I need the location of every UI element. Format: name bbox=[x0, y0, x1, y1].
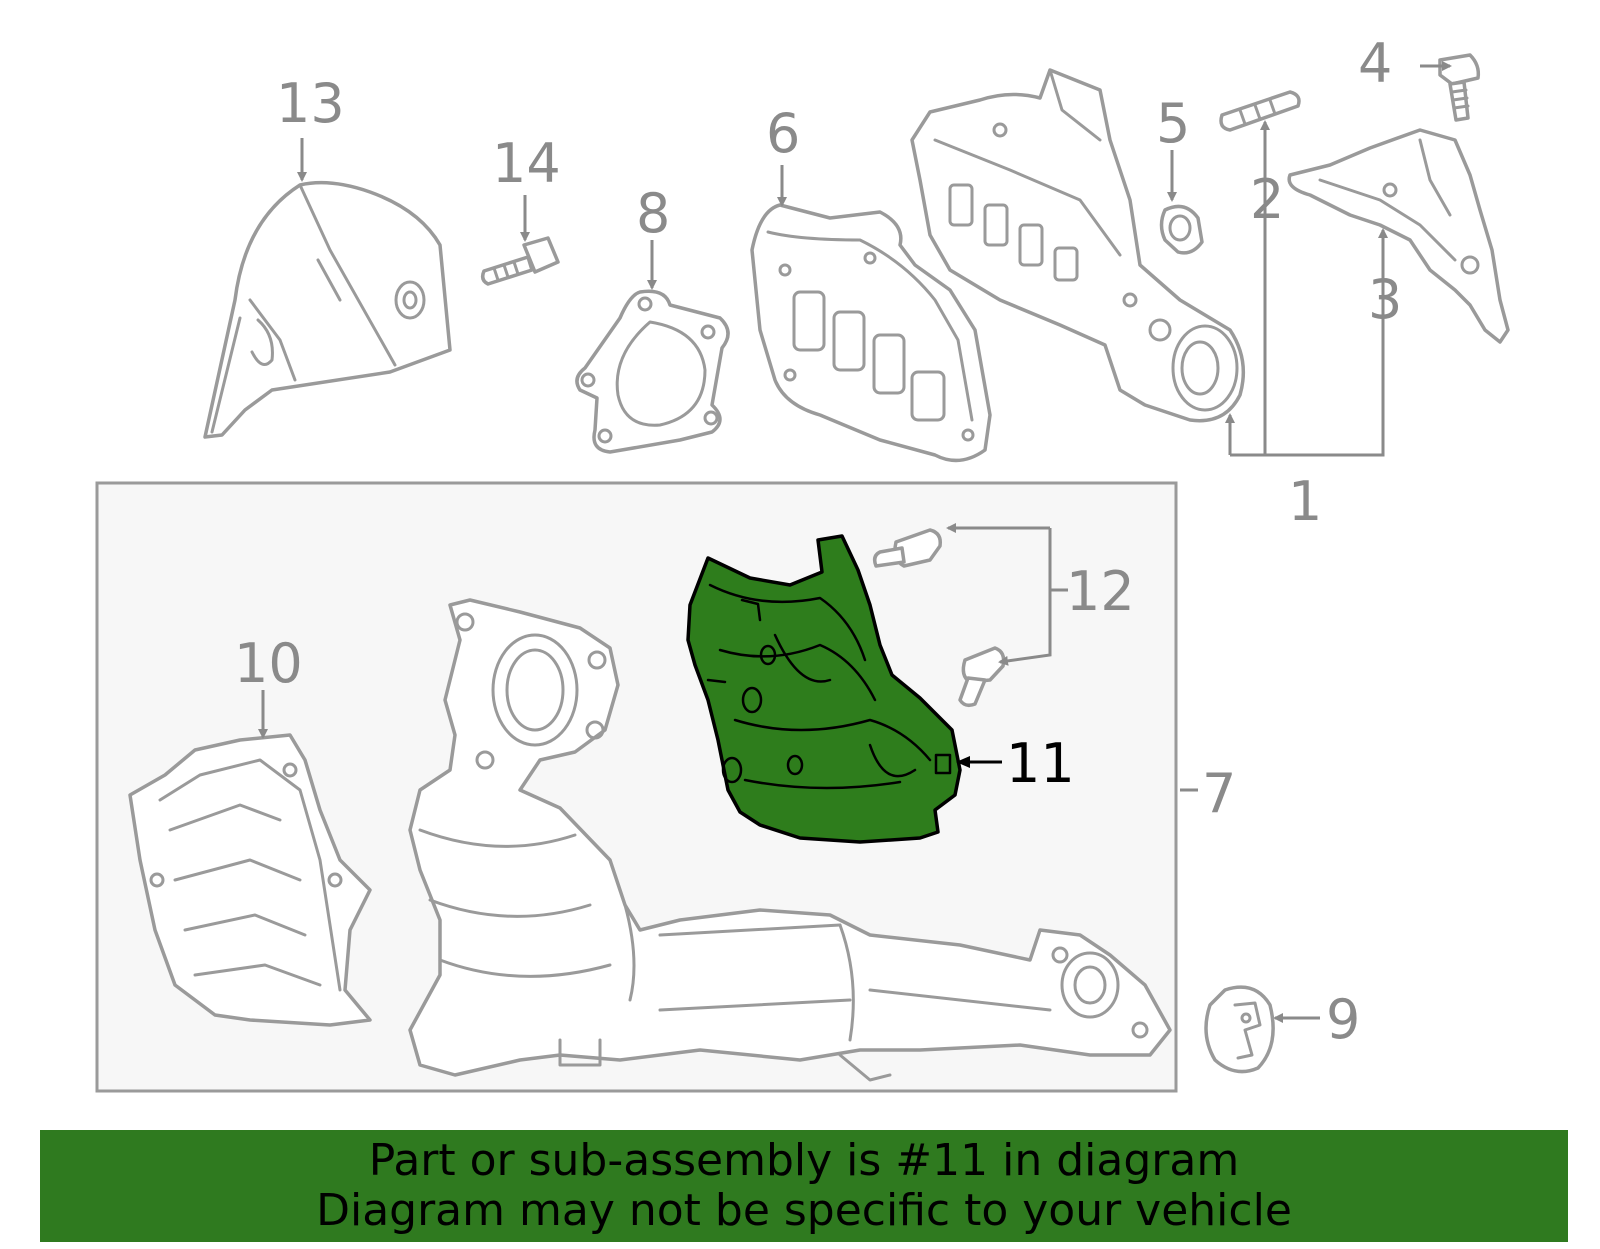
part-5-nut[interactable] bbox=[1159, 204, 1204, 255]
callout-3: 3 bbox=[1368, 268, 1402, 331]
callout-5: 5 bbox=[1156, 92, 1190, 155]
footer-line-1: Part or sub-assembly is #11 in diagram bbox=[368, 1135, 1240, 1186]
part-11-heat-insulator-highlighted[interactable] bbox=[686, 534, 962, 844]
leader-lines bbox=[258, 61, 1452, 1023]
part-14-bolt[interactable] bbox=[480, 236, 560, 286]
part-8-gasket[interactable] bbox=[575, 289, 730, 454]
part-11-fill bbox=[686, 534, 962, 844]
part-12-bolt-upper[interactable] bbox=[872, 528, 943, 568]
part-6-manifold-gasket[interactable] bbox=[750, 203, 992, 463]
part-13-heat-shield[interactable] bbox=[203, 180, 452, 439]
part-10-heat-shield[interactable] bbox=[128, 733, 372, 1027]
footer-banner: Part or sub-assembly is #11 in diagram D… bbox=[40, 1130, 1568, 1242]
callout-6: 6 bbox=[766, 102, 800, 165]
callout-9: 9 bbox=[1326, 988, 1360, 1051]
part-3-insulator[interactable] bbox=[1287, 128, 1510, 344]
part-9-hanger[interactable] bbox=[1204, 985, 1275, 1074]
callout-10: 10 bbox=[234, 632, 303, 695]
callout-4: 4 bbox=[1358, 32, 1392, 95]
callout-11: 11 bbox=[1006, 732, 1075, 795]
callout-12: 12 bbox=[1066, 560, 1135, 623]
callout-labels: 13 14 8 6 5 4 2 3 1 12 10 11 7 9 bbox=[234, 32, 1402, 1051]
callout-7: 7 bbox=[1202, 762, 1236, 825]
part-12-bolt-lower[interactable] bbox=[958, 646, 1006, 708]
footer-line-2: Diagram may not be specific to your vehi… bbox=[316, 1185, 1292, 1236]
part-2-stud[interactable] bbox=[1219, 90, 1301, 132]
part-7-converter-assembly[interactable] bbox=[408, 598, 1172, 1082]
callout-1: 1 bbox=[1288, 470, 1322, 533]
callout-13: 13 bbox=[276, 72, 345, 135]
callout-2: 2 bbox=[1250, 168, 1284, 231]
callout-8: 8 bbox=[636, 182, 670, 245]
callout-14: 14 bbox=[492, 132, 561, 195]
part-1-exhaust-manifold[interactable] bbox=[910, 68, 1246, 423]
